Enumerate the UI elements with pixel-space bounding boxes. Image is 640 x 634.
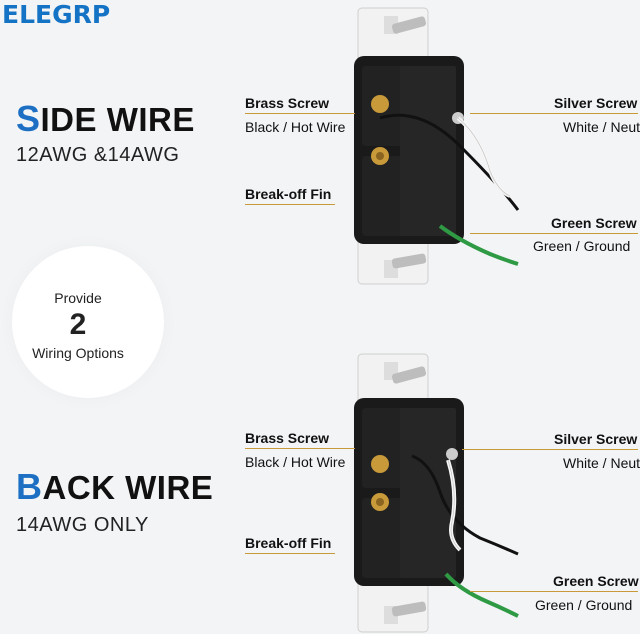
top-white-wire-label: White / Neutral [563,119,640,135]
back-wire-title-rest: ACK WIRE [42,469,214,506]
bottom-green-rule [470,591,638,592]
top-silver-screw-label: Silver Screw [554,95,638,111]
back-wire-subtitle: 14AWG ONLY [16,514,149,536]
top-silver-rule [470,113,638,114]
outlet-back-wire-image [340,352,520,634]
bottom-ground-wire-label: Green / Ground [535,597,633,613]
top-ground-wire-label: Green / Ground [533,238,631,254]
back-wire-title: BACK WIRE [16,466,213,508]
side-wire-title-initial: S [16,98,41,139]
top-green-screw-label: Green Screw [551,215,637,231]
top-fin-rule [245,204,335,205]
top-break-off-fin-label: Break-off Fin [245,186,332,202]
badge-line1: Provide [54,290,102,306]
side-wire-title-rest: IDE WIRE [40,101,195,138]
back-wire-title-initial: B [16,466,43,507]
side-wire-title: SIDE WIRE [16,98,195,140]
badge-line2: Wiring Options [32,345,124,361]
top-brass-rule [245,113,355,114]
bottom-silver-rule [462,449,638,450]
bottom-green-screw-label: Green Screw [553,573,639,589]
top-brass-screw-label: Brass Screw [245,95,330,111]
top-black-wire-label: Black / Hot Wire [245,119,346,135]
badge-number: 2 [69,308,87,341]
wiring-options-badge: Provide 2 Wiring Options [12,246,164,398]
outlet-side-wire-image [340,6,520,286]
bottom-black-wire-label: Black / Hot Wire [245,454,346,470]
bottom-white-wire-label: White / Neutral [563,455,640,471]
bottom-brass-screw-label: Brass Screw [245,430,330,446]
bottom-brass-rule [245,448,355,449]
bottom-break-off-fin-label: Break-off Fin [245,535,332,551]
brand-logo: ELEGRP [2,0,111,29]
side-wire-subtitle: 12AWG &14AWG [16,144,180,166]
bottom-fin-rule [245,553,335,554]
bottom-silver-screw-label: Silver Screw [554,431,638,447]
top-green-rule [470,233,638,234]
